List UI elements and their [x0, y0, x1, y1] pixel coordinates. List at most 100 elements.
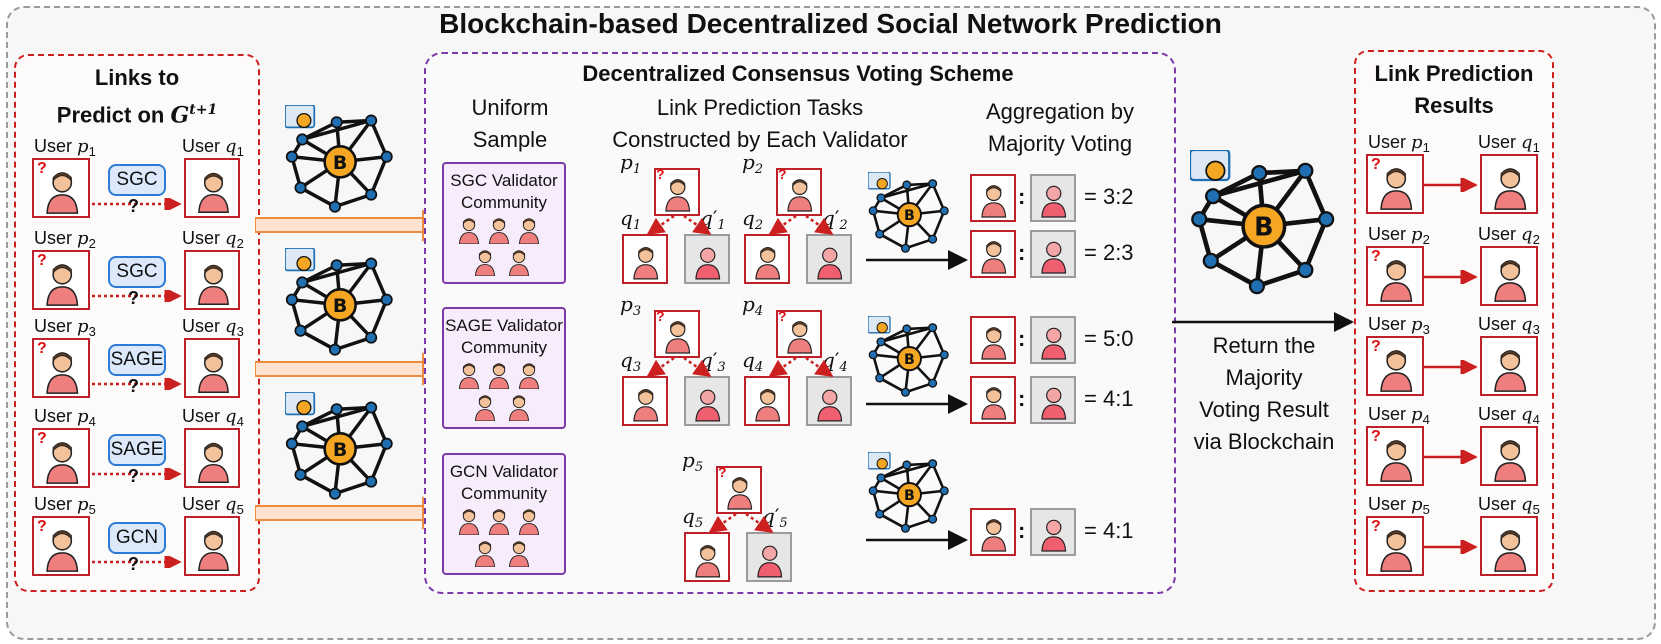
- person-avatar-icon: [1038, 323, 1070, 360]
- person-avatar-icon: [456, 216, 482, 244]
- user-q-label: User q2: [1478, 224, 1540, 247]
- user-card: [184, 516, 240, 576]
- user-card: [970, 316, 1016, 364]
- person-avatar-icon: [752, 242, 784, 281]
- page-title: Blockchain-based Decentralized Social Ne…: [439, 8, 1222, 39]
- question-mark: ?: [37, 340, 47, 357]
- math-subscript: 4: [839, 360, 848, 375]
- prime-mark: ′: [774, 504, 780, 528]
- user-card: [776, 310, 822, 358]
- predicted-link-arrow: [1424, 360, 1478, 374]
- user-q-label: User q1: [182, 136, 244, 159]
- user-p-label: User p2: [34, 228, 96, 251]
- graph-symbol: G: [170, 102, 190, 129]
- person-avatar-icon: [662, 317, 694, 354]
- candidate-card: [1030, 316, 1076, 364]
- model-tag: SAGE: [108, 434, 166, 466]
- math-symbol: q: [742, 348, 755, 372]
- question-mark: ?: [1371, 156, 1381, 173]
- user-card: [970, 230, 1016, 278]
- person-avatar-icon: [42, 167, 83, 215]
- predicted-link-arrow: [1424, 270, 1478, 284]
- person-avatar-icon: [194, 259, 233, 307]
- colon-separator: :: [1018, 326, 1026, 351]
- predicted-link-arrow: [1424, 450, 1478, 464]
- math-label: q3: [620, 348, 641, 375]
- candidate-card: [1030, 508, 1076, 556]
- user-card: ?: [1366, 426, 1424, 486]
- dotted-link-arrow: [646, 356, 712, 378]
- question-mark: ?: [37, 518, 47, 535]
- math-symbol: p: [620, 150, 633, 174]
- model-tag: SGC: [108, 164, 166, 196]
- user-card: [744, 376, 790, 426]
- person-avatar-icon: [978, 323, 1010, 360]
- math-label: p5: [682, 448, 703, 475]
- user-q-label: User q2: [182, 228, 244, 251]
- vote-ratio: = 4:1: [1084, 518, 1134, 543]
- candidate-card: [1030, 230, 1076, 278]
- person-avatar-icon: [1376, 255, 1417, 303]
- user-q-label: User q3: [182, 316, 244, 339]
- user-card: [184, 338, 240, 398]
- person-avatar-icon: [814, 242, 846, 281]
- math-subscript: 2: [754, 218, 764, 233]
- person-avatar-icon: [194, 437, 233, 485]
- person-avatar-icon: [506, 248, 532, 276]
- person-avatar-icon: [1038, 515, 1070, 552]
- person-avatar-icon: [1376, 525, 1417, 573]
- math-symbol: p: [742, 150, 755, 174]
- user-card: [684, 532, 730, 582]
- math-symbol: p: [620, 292, 633, 316]
- prime-mark: ′: [834, 348, 840, 372]
- user-card: [716, 466, 762, 514]
- user-card: [970, 376, 1016, 424]
- person-avatar-icon: [752, 384, 784, 423]
- math-symbol: q: [742, 206, 755, 230]
- return-arrow: [1172, 312, 1354, 332]
- person-avatar-icon: [692, 242, 724, 281]
- person-avatar-icon: [1038, 383, 1070, 420]
- math-subscript: 1: [632, 218, 642, 233]
- vote-ratio: = 4:1: [1084, 386, 1134, 411]
- math-label: p3: [620, 292, 641, 319]
- user-card: ?: [32, 158, 90, 218]
- user-card: [622, 376, 668, 426]
- person-avatar-icon: [42, 437, 83, 485]
- colon-separator: :: [1018, 386, 1026, 411]
- user-p-label: User p3: [34, 316, 96, 339]
- colon-separator: :: [1018, 518, 1026, 543]
- question-mark: ?: [1371, 428, 1381, 445]
- person-avatar-icon: [1490, 255, 1531, 303]
- left-title-line1: Links to: [94, 65, 180, 90]
- blockchain-network-icon: [868, 172, 952, 256]
- person-avatar-icon: [978, 237, 1010, 274]
- math-label: q2: [742, 206, 763, 233]
- middle-panel-title: Decentralized Consensus Voting Scheme: [582, 61, 1014, 86]
- user-card: ?: [1366, 246, 1424, 306]
- person-avatar-icon: [724, 473, 756, 510]
- person-avatar-icon: [472, 539, 498, 567]
- user-card: ?: [1366, 336, 1424, 396]
- math-symbol: p: [742, 292, 755, 316]
- colon-separator: :: [1018, 184, 1026, 209]
- math-subscript: 2: [839, 218, 848, 233]
- person-avatar-icon: [754, 540, 786, 579]
- user-card: ?: [32, 338, 90, 398]
- math-subscript: 3: [632, 304, 642, 319]
- dotted-link-arrow: [768, 214, 834, 236]
- vote-ratio: = 5:0: [1084, 326, 1134, 351]
- user-card: [1480, 516, 1538, 576]
- person-avatar-icon: [486, 507, 512, 535]
- user-p-label: User p5: [1368, 494, 1430, 517]
- math-label: p2: [742, 150, 763, 177]
- dotted-link-arrow: [646, 214, 712, 236]
- dotted-link-arrow: [708, 512, 774, 534]
